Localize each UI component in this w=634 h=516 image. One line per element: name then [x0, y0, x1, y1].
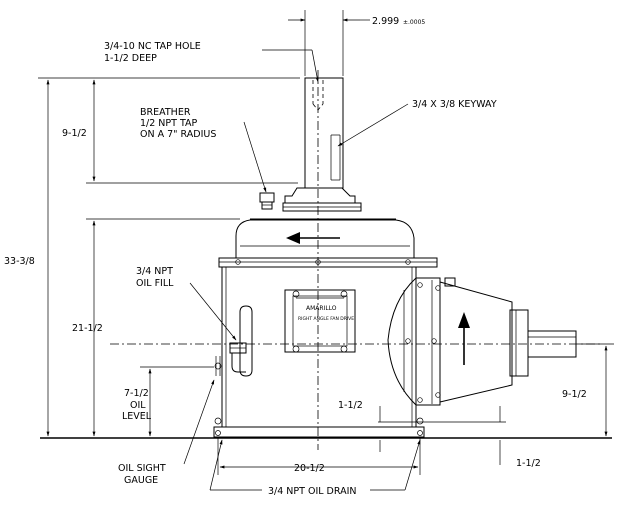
oil-fill-fitting [229, 305, 253, 377]
bearing-housing [282, 187, 362, 212]
top-cover [235, 218, 415, 265]
input-shaft-height: 9-1/2 [562, 389, 587, 400]
shaft-diameter-tolerance: ±.0005 [403, 19, 425, 26]
main-housing [221, 266, 417, 428]
shaft-height-label: 9-1/2 [62, 128, 87, 139]
input-offset-upper: 1-1/2 [338, 400, 363, 411]
input-offset-lower: 1-1/2 [516, 458, 541, 469]
nameplate [284, 289, 356, 353]
oil-level-word: OIL [130, 400, 146, 411]
oil-fill-callout-2: OIL FILL [136, 278, 174, 289]
base-width-label: 20-1/2 [294, 463, 325, 474]
shaft-diameter-value: 2.999 [372, 16, 399, 27]
breather-fitting [259, 192, 275, 210]
nameplate-brand: AMARILLO [306, 305, 337, 312]
base [40, 356, 612, 439]
breather-callout-2: 1/2 NPT TAP [140, 118, 198, 129]
tap-hole-callout-2: 1-1/2 DEEP [104, 53, 157, 64]
overall-height-label: 33-3/8 [4, 256, 35, 267]
dimension-lines [38, 10, 614, 491]
flange [218, 257, 438, 268]
tap-hole-callout-1: 3/4-10 NC TAP HOLE [104, 41, 201, 52]
input-housing [387, 277, 529, 406]
keyway-callout: 3/4 X 3/8 KEYWAY [412, 99, 497, 110]
oil-fill-callout-1: 3/4 NPT [136, 266, 173, 277]
input-shaft [527, 330, 577, 358]
breather-callout-1: BREATHER [140, 107, 191, 118]
oil-drain-callout: 3/4 NPT OIL DRAIN [268, 486, 357, 497]
nameplate-subtitle: RIGHT ANGLE FAN DRIVE [298, 316, 354, 322]
output-shaft [304, 77, 344, 189]
breather-callout-3: ON A 7" RADIUS [140, 129, 216, 140]
oil-level-label: LEVEL [122, 411, 152, 422]
base-to-flange-label: 21-1/2 [72, 323, 103, 334]
sight-gauge-callout-1: OIL SIGHT [118, 463, 166, 474]
oil-level-height: 7-1/2 [124, 388, 149, 399]
sight-gauge-callout-2: GAUGE [124, 475, 158, 486]
